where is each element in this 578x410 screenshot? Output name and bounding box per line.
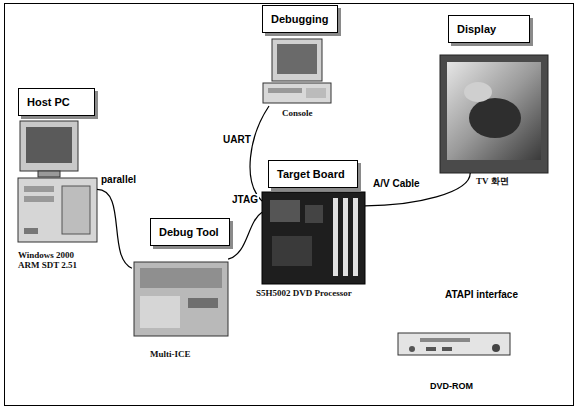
cable-connector <box>365 173 470 206</box>
cable-label: JTAG <box>231 194 259 205</box>
cable-label: A/V Cable <box>372 178 421 189</box>
tv-illustration <box>440 55 548 173</box>
section-heading: Debug Tool <box>150 218 230 246</box>
device-caption: Console <box>282 108 313 118</box>
target-board-group: Target BoardS5H5002 DVD Processor <box>262 192 365 284</box>
section-heading: Debugging <box>262 5 338 33</box>
device-caption: DVD-ROM <box>430 381 473 392</box>
dvd-rom-illustration <box>398 333 510 355</box>
cable-label: UART <box>222 134 252 145</box>
section-heading: Display <box>448 15 530 43</box>
interface-label: ATAPI interface <box>445 289 518 300</box>
debug-tool-group: Debug ToolMulti-ICE <box>132 252 230 342</box>
section-heading: Target Board <box>268 160 358 188</box>
debugging-group: DebuggingConsole <box>262 38 332 106</box>
cable-connector <box>250 106 269 201</box>
device-caption: TV 화면 <box>476 176 509 186</box>
section-heading: Host PC <box>18 88 95 116</box>
target-board-illustration <box>262 192 365 284</box>
cable-connector <box>228 212 262 259</box>
multi-ice-illustration <box>134 262 228 336</box>
frame-border <box>5 4 574 406</box>
host-pc-illustration <box>18 121 97 242</box>
device-caption: Windows 2000 ARM SDT 2.51 <box>18 250 90 270</box>
host-pc-group: Host PCWindows 2000 ARM SDT 2.51 <box>15 120 97 244</box>
display-group: DisplayTV 화면 <box>440 55 548 173</box>
cable-label: parallel <box>100 174 137 185</box>
console-illustration <box>263 39 331 103</box>
cable-connector <box>97 189 132 268</box>
device-caption: S5H5002 DVD Processor <box>256 288 352 298</box>
device-caption: Multi-ICE <box>150 349 191 359</box>
